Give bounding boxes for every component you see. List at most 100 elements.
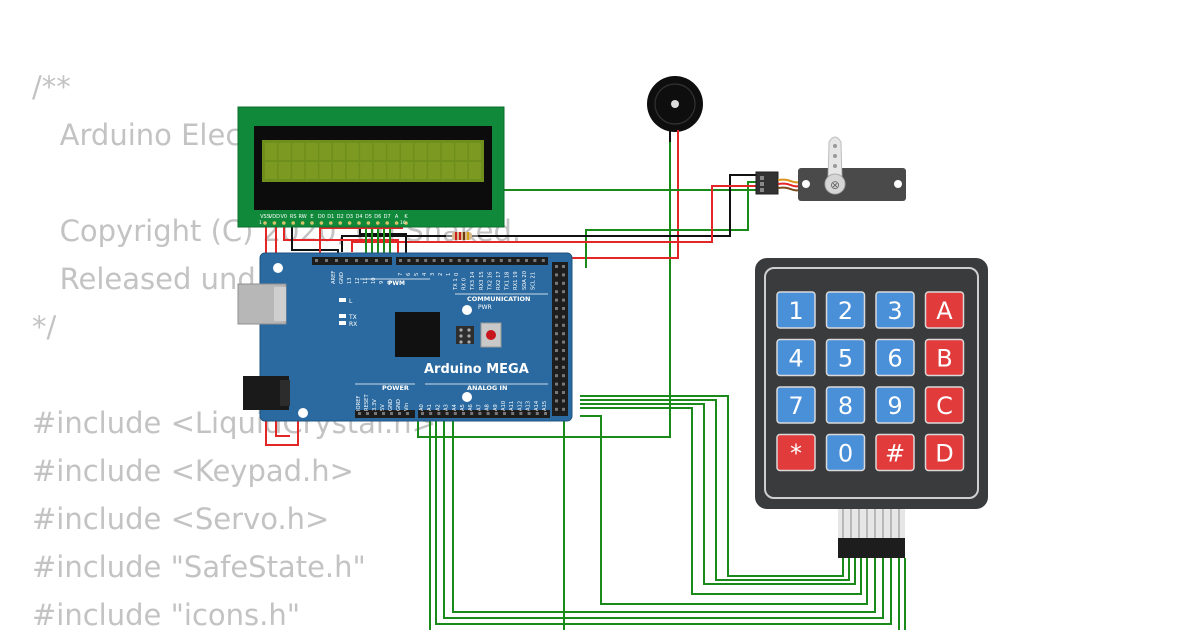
header-pin[interactable] [527,412,531,415]
header-pin[interactable] [562,290,565,294]
header-pin[interactable] [457,259,461,262]
header-pin[interactable] [491,259,495,262]
header-pin[interactable] [453,412,457,415]
header-pin[interactable] [390,412,393,415]
header-pin[interactable] [555,374,558,378]
header-pin[interactable] [508,259,512,262]
header-pin[interactable] [462,412,465,415]
lcd-pin[interactable] [366,221,371,225]
header-pin[interactable] [398,412,401,415]
lcd-pin[interactable] [310,221,314,225]
header-pin[interactable] [562,273,565,277]
header-pin[interactable] [562,374,565,378]
lcd-pin[interactable] [272,221,277,225]
keypad-key-8[interactable]: 8 [825,386,866,424]
header-pin[interactable] [315,259,318,262]
keypad-key-B[interactable]: B [924,338,965,377]
header-pin[interactable] [555,265,558,268]
header-pin[interactable] [406,412,409,415]
header-pin[interactable] [525,259,528,262]
servo-horn[interactable] [827,136,843,183]
header-pin[interactable] [555,332,558,336]
reset-button[interactable] [480,322,502,348]
header-pin[interactable] [429,412,433,415]
lcd-pin[interactable] [282,221,286,225]
buzzer[interactable] [647,76,703,142]
header-pin[interactable] [374,412,377,415]
header-pin[interactable] [555,349,558,352]
keypad-key-7[interactable]: 7 [776,386,816,424]
keypad-key-3[interactable]: 3 [875,291,915,329]
header-pin[interactable] [562,315,565,319]
keypad-key-#[interactable]: # [875,433,915,472]
keypad-key-0[interactable]: 0 [825,433,866,472]
header-pin[interactable] [474,259,478,262]
lcd-pin[interactable] [376,221,380,225]
header-pin[interactable] [562,298,565,302]
header-pin[interactable] [562,399,565,403]
keypad-key-4[interactable]: 4 [776,338,816,377]
header-pin[interactable] [555,391,558,394]
header-pin[interactable] [562,332,565,336]
header-pin[interactable] [555,281,558,285]
servo-motor[interactable]: ⊗ [755,136,906,201]
keypad-key-A[interactable]: A [924,291,965,329]
keypad-key-6[interactable]: 6 [875,338,915,377]
lcd-pin[interactable] [338,221,343,225]
header-pin[interactable] [555,298,558,302]
header-pin[interactable] [499,259,503,262]
header-pin[interactable] [562,357,565,361]
header-pin[interactable] [335,259,338,262]
header-pin[interactable] [555,340,558,344]
keypad-key-2[interactable]: 2 [825,291,866,329]
header-pin[interactable] [555,382,558,386]
keypad-key-C[interactable]: C [924,386,965,424]
header-pin[interactable] [441,259,444,262]
header-pin[interactable] [366,412,369,415]
lcd-pin[interactable] [329,221,333,225]
header-pin[interactable] [555,307,558,310]
header-pin[interactable] [415,259,419,262]
header-pin[interactable] [385,259,388,262]
header-pin[interactable] [365,259,368,262]
header-pin[interactable] [325,259,328,262]
header-pin[interactable] [478,412,482,415]
header-pin[interactable] [562,407,565,411]
header-pin[interactable] [562,382,565,386]
header-pin[interactable] [562,340,565,344]
lcd-pin[interactable] [291,221,296,225]
lcd-pin[interactable] [300,221,305,225]
header-pin[interactable] [562,265,565,268]
lcd-pin[interactable] [319,221,324,225]
lcd-pin[interactable] [385,221,390,225]
keypad-key-1[interactable]: 1 [776,291,816,329]
header-pin[interactable] [562,281,565,285]
header-pin[interactable] [470,412,474,415]
arduino-mega-board[interactable]: L TX RX PWM COMMUNICATION PWR Arduino ME… [237,252,573,422]
header-pin[interactable] [555,357,558,361]
header-pin[interactable] [555,290,558,294]
keypad-key-9[interactable]: 9 [875,386,915,424]
header-pin[interactable] [399,259,402,262]
header-pin[interactable] [562,349,565,352]
header-pin[interactable] [421,412,424,415]
header-pin[interactable] [437,412,441,415]
header-pin[interactable] [516,259,520,262]
header-pin[interactable] [562,323,565,327]
header-pin[interactable] [486,412,490,415]
lcd-pin[interactable] [263,221,267,225]
keypad-key-D[interactable]: D [924,433,965,472]
header-pin[interactable] [562,391,565,394]
header-pin[interactable] [382,412,385,415]
header-pin[interactable] [544,412,547,415]
header-pin[interactable] [562,365,565,369]
header-pin[interactable] [555,323,558,327]
keypad-key-*[interactable]: * [776,433,816,472]
header-pin[interactable] [432,259,436,262]
header-pin[interactable] [375,259,378,262]
header-pin[interactable] [511,412,515,415]
keypad-key-5[interactable]: 5 [825,338,866,377]
header-pin[interactable] [345,259,348,262]
header-pin[interactable] [483,259,486,262]
